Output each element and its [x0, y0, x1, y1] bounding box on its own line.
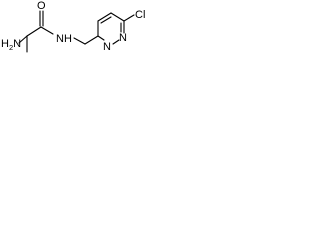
ring-nitrogen-1-label: N	[119, 32, 127, 44]
chemical-structure: O H2N NH N N Cl	[1, 0, 145, 53]
ring-double-bond-inner-a	[100, 16, 112, 24]
carbonyl-oxygen-label: O	[37, 0, 46, 12]
bonds	[18, 10, 135, 53]
amine-subscript: 2	[9, 43, 13, 52]
bond-amide-n-methylene	[73, 37, 86, 45]
amine-n: N	[13, 38, 21, 50]
amine-h: H	[1, 38, 9, 50]
ring-nitrogen-2-label: N	[103, 41, 111, 53]
ring-bond-n2-c3	[97, 35, 105, 41]
amine-label: H2N	[1, 38, 21, 52]
bond-carbonyl-amide-n	[40, 26, 54, 35]
bond-ring-chlorine	[123, 14, 135, 22]
bond-carbonyl-alpha	[26, 26, 42, 37]
bond-alpha-amine	[18, 35, 28, 44]
atom-labels: O H2N NH N N Cl	[1, 0, 145, 53]
ring-bond-c5-c6	[110, 12, 125, 22]
ring-bond-c4-c5	[97, 12, 112, 22]
ring-bond-n1-n2	[112, 39, 120, 45]
bond-methylene-ring	[84, 35, 99, 45]
chlorine-label: Cl	[135, 9, 145, 21]
amide-nitrogen-label: NH	[56, 33, 72, 45]
